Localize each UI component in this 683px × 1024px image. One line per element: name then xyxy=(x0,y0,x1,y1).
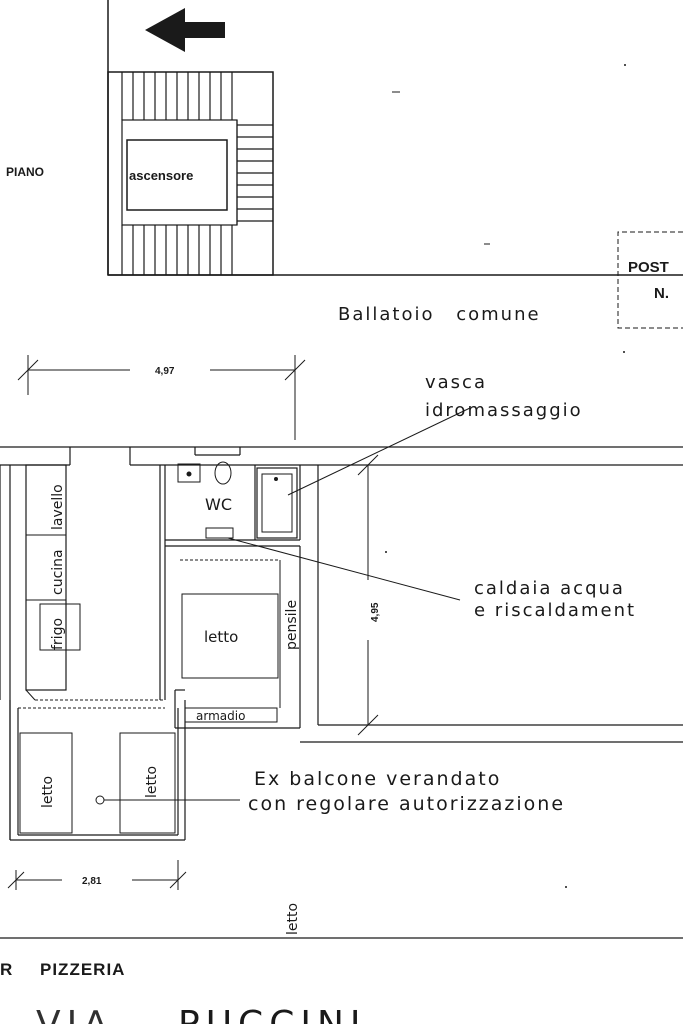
armadio-label: armadio xyxy=(196,709,245,723)
sink-icon xyxy=(177,463,201,483)
balcone-label-line1: Ex balcone verandato xyxy=(254,768,501,790)
dimension-width-bottom-label: 2,81 xyxy=(82,876,102,887)
boiler-icon xyxy=(205,527,234,539)
piano-label: PIANO xyxy=(6,165,44,179)
stairs-icon xyxy=(121,72,273,275)
dimension-width-top xyxy=(17,355,306,440)
dimension-width-top-label: 4,97 xyxy=(155,366,175,377)
letto-bottom-label: letto xyxy=(285,903,301,935)
letto-left-label: letto xyxy=(40,776,56,808)
pizzeria-label: PIZZERIA xyxy=(40,960,125,979)
street-name-label: PUCCINI xyxy=(178,1004,367,1024)
stairwell: ascensore xyxy=(107,0,683,276)
caldaia-label-line2: e riscaldament xyxy=(474,600,636,621)
cucina-label: cucina xyxy=(50,549,66,595)
dimension-height-right xyxy=(357,454,379,736)
street-via-label: VIA xyxy=(36,1004,114,1024)
posto-label-line1: POST xyxy=(628,259,669,276)
ascensore-label: ascensore xyxy=(129,168,193,183)
frigo-label: frigo xyxy=(50,618,66,650)
wc-label: WC xyxy=(205,495,232,514)
dimension-width-bottom xyxy=(7,860,187,890)
letto-center-label: letto xyxy=(204,628,238,646)
dimension-height-right-label: 4,95 xyxy=(370,602,381,622)
letto-mid-label: letto xyxy=(144,766,160,798)
apartment-walls xyxy=(0,446,683,841)
vasca-label-line2: idromassaggio xyxy=(425,400,583,421)
vasca-label-line1: vasca xyxy=(425,372,487,393)
pensile-label: pensile xyxy=(284,600,300,650)
lavello-label: lavello xyxy=(50,484,66,530)
balcone-label-line2: con regolare autorizzazione xyxy=(248,793,565,815)
bathtub-icon xyxy=(256,467,298,539)
caldaia-label-line1: caldaia acqua xyxy=(474,578,625,599)
arrow-left-icon xyxy=(145,8,225,52)
posto-label-line2: N. xyxy=(654,285,669,302)
toilet-icon xyxy=(214,461,232,485)
pizzeria-prefix: R xyxy=(0,960,12,979)
posto-box: POST N. xyxy=(617,231,683,329)
ballatoio-label: Ballatoio comune xyxy=(338,304,541,325)
